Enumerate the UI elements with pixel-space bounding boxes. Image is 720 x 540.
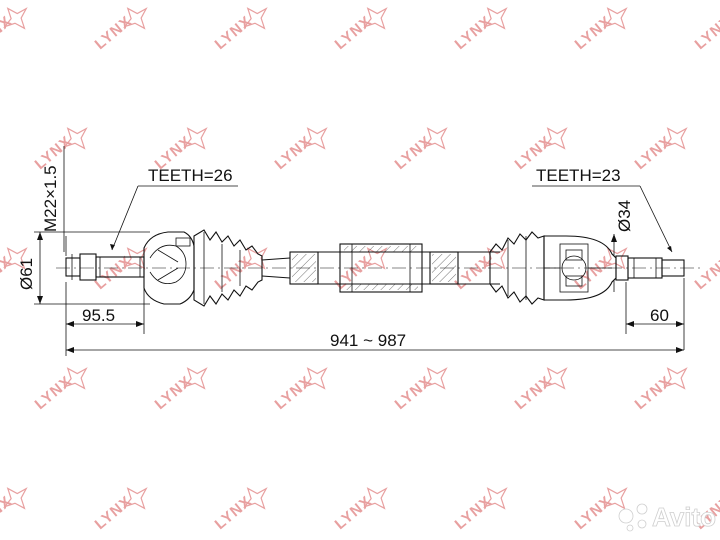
lynx-star-icon — [543, 367, 568, 390]
lynx-watermark: LYNX — [332, 487, 388, 533]
lynx-watermark-text: LYNX — [632, 133, 676, 173]
shaft-assembly — [56, 229, 700, 307]
lynx-watermark-text: LYNX — [32, 373, 76, 413]
lynx-watermark: LYNX — [32, 367, 88, 413]
lynx-watermark-text: LYNX — [332, 493, 376, 533]
teeth-right-label: TEETH=23 — [536, 166, 621, 185]
lynx-star-icon — [3, 487, 28, 510]
lynx-watermark: LYNX — [152, 367, 208, 413]
lynx-watermark: LYNX — [452, 7, 508, 53]
dimension-labels: TEETH=26 TEETH=23 M22×1.5 Ø61 Ø34 95.5 6… — [17, 165, 669, 350]
lynx-star-icon — [183, 127, 208, 150]
lynx-watermark: LYNX — [392, 127, 448, 173]
lynx-star-icon — [63, 367, 88, 390]
lynx-watermark: LYNX — [212, 7, 268, 53]
len-left-label: 95.5 — [82, 306, 115, 325]
lynx-watermark-text: LYNX — [212, 253, 256, 293]
lynx-watermark: LYNX — [572, 247, 628, 293]
lynx-watermark-text: LYNX — [272, 133, 316, 173]
lynx-watermark-text: LYNX — [572, 493, 616, 533]
lynx-watermark-text: LYNX — [392, 133, 436, 173]
avito-watermark: Avito — [618, 502, 716, 532]
lynx-watermark: LYNX — [92, 7, 148, 53]
lynx-watermark-text: LYNX — [572, 13, 616, 53]
lynx-watermark-text: LYNX — [332, 13, 376, 53]
avito-dot-icon — [637, 519, 647, 529]
lynx-star-icon — [123, 487, 148, 510]
lynx-star-icon — [423, 367, 448, 390]
avito-dot-icon — [618, 508, 634, 524]
total-length-label: 941 ~ 987 — [330, 331, 406, 350]
lynx-watermark-text: LYNX — [452, 493, 496, 533]
lynx-watermark: LYNX — [92, 487, 148, 533]
lynx-watermark-text: LYNX — [92, 253, 136, 293]
lynx-watermark-text: LYNX — [0, 253, 15, 293]
lynx-watermark: LYNX — [512, 367, 568, 413]
lynx-star-icon — [63, 127, 88, 150]
lynx-watermark: LYNX — [332, 7, 388, 53]
dia-right-label: Ø34 — [615, 200, 634, 232]
teeth-left-label: TEETH=26 — [148, 166, 233, 185]
thread-label: M22×1.5 — [41, 165, 60, 232]
lynx-watermark-text: LYNX — [692, 13, 720, 53]
lynx-star-icon — [603, 487, 628, 510]
lynx-star-icon — [363, 487, 388, 510]
lynx-star-icon — [183, 367, 208, 390]
lynx-star-icon — [543, 127, 568, 150]
lynx-watermark: LYNX — [632, 127, 688, 173]
lynx-watermark: LYNX — [92, 247, 148, 293]
avito-dot-icon — [636, 503, 648, 515]
lynx-star-icon — [3, 247, 28, 270]
lynx-watermark-text: LYNX — [212, 13, 256, 53]
lynx-watermark-text: LYNX — [212, 493, 256, 533]
lynx-watermark: LYNX — [0, 487, 28, 533]
lynx-watermark: LYNX — [632, 367, 688, 413]
lynx-star-icon — [483, 487, 508, 510]
len-right-label: 60 — [650, 306, 669, 325]
dia-left-label: Ø61 — [17, 258, 36, 290]
lynx-watermark-text: LYNX — [692, 253, 720, 293]
lynx-star-icon — [243, 7, 268, 30]
avito-dot-icon — [626, 524, 634, 532]
lynx-star-icon — [663, 127, 688, 150]
lynx-watermark: LYNX — [392, 367, 448, 413]
lynx-watermark-text: LYNX — [92, 493, 136, 533]
lynx-star-icon — [243, 247, 268, 270]
lynx-watermark: LYNX — [272, 127, 328, 173]
lynx-star-icon — [423, 127, 448, 150]
lynx-watermark-text: LYNX — [392, 373, 436, 413]
lynx-watermark-text: LYNX — [632, 373, 676, 413]
lynx-star-icon — [303, 367, 328, 390]
lynx-watermark: LYNX — [212, 487, 268, 533]
lynx-watermark: LYNX — [692, 13, 720, 53]
lynx-star-icon — [603, 7, 628, 30]
lynx-watermark: LYNX — [452, 247, 508, 293]
lynx-watermark-text: LYNX — [0, 493, 15, 533]
lynx-star-icon — [123, 7, 148, 30]
lynx-star-icon — [663, 367, 688, 390]
lynx-watermark-text: LYNX — [0, 13, 15, 53]
lynx-star-icon — [363, 7, 388, 30]
lynx-watermark-text: LYNX — [452, 13, 496, 53]
lynx-watermark-text: LYNX — [272, 373, 316, 413]
lynx-watermark: LYNX — [452, 487, 508, 533]
lynx-star-icon — [483, 7, 508, 30]
lynx-watermark: LYNX — [692, 253, 720, 293]
lynx-star-icon — [483, 247, 508, 270]
lynx-watermark-text: LYNX — [512, 373, 556, 413]
lynx-star-icon — [303, 127, 328, 150]
lynx-watermark: LYNX — [272, 367, 328, 413]
lynx-watermark: LYNX — [572, 7, 628, 53]
lynx-watermark-text: LYNX — [152, 373, 196, 413]
lynx-watermark-text: LYNX — [92, 13, 136, 53]
lynx-watermark: LYNX — [0, 7, 28, 53]
dimension-lines — [34, 146, 685, 356]
avito-logo-text: Avito — [652, 502, 716, 532]
lynx-star-icon — [603, 247, 628, 270]
lynx-star-icon — [243, 487, 268, 510]
lynx-star-icon — [3, 7, 28, 30]
